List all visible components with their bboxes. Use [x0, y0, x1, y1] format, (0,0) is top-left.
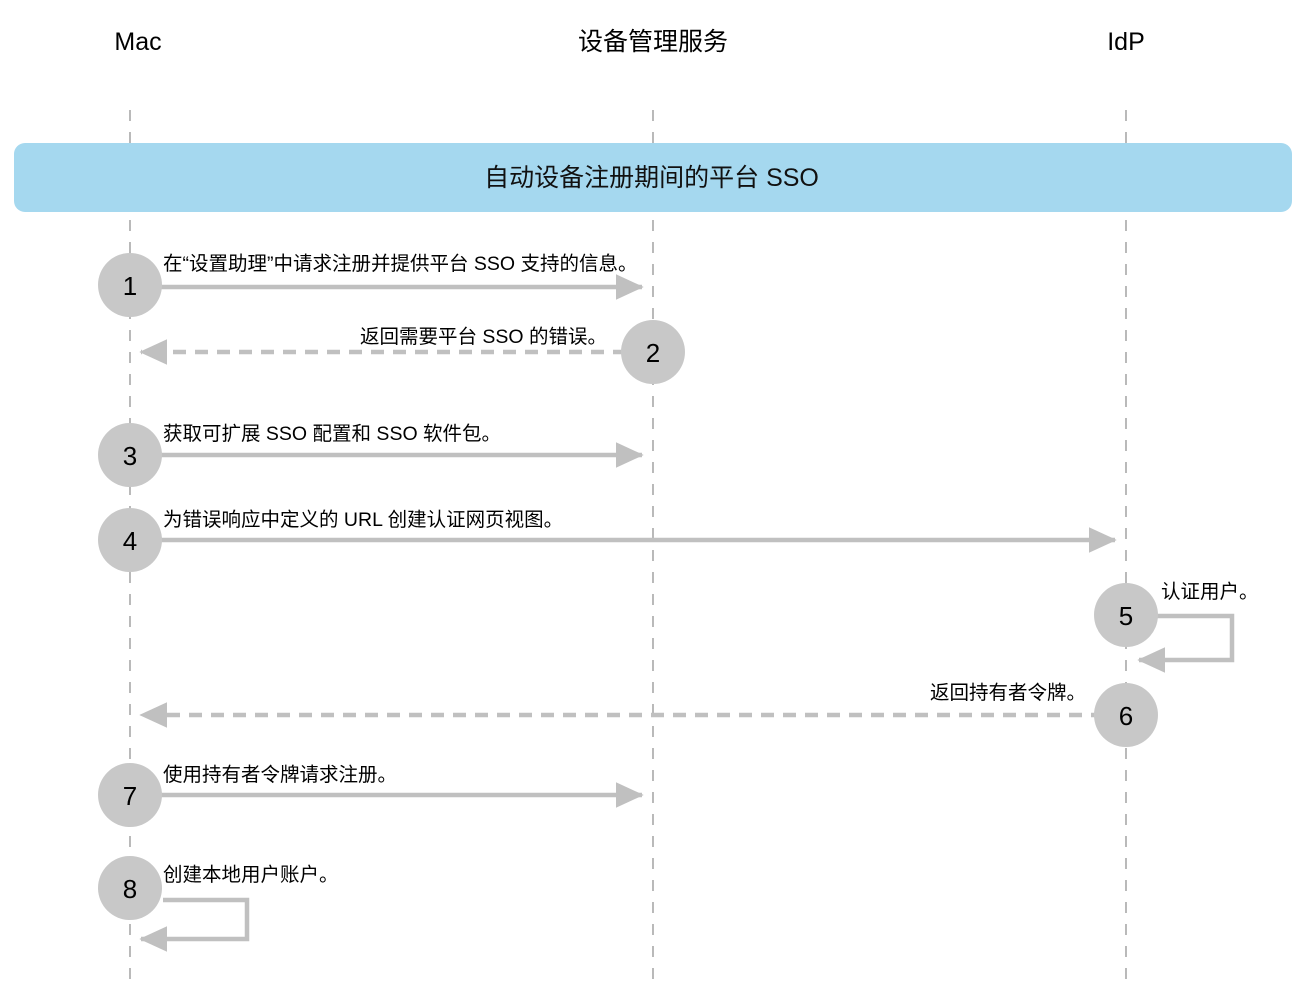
message-label-7: 使用持有者令牌请求注册。	[163, 764, 398, 786]
step-number-8: 8	[122, 874, 138, 904]
step-number-6: 6	[1118, 701, 1134, 731]
step-number-5: 5	[1118, 601, 1134, 631]
message-label-1: 在“设置助理”中请求注册并提供平台 SSO 支持的信息。	[163, 253, 638, 275]
step-badge-5	[1094, 583, 1158, 647]
participant-header-mdm: 设备管理服务	[577, 28, 729, 56]
message-label-3: 获取可扩展 SSO 配置和 SSO 软件包。	[163, 423, 502, 445]
step-badge-1	[98, 253, 162, 317]
step-number-4: 4	[122, 526, 138, 556]
message-label-8: 创建本地用户账户。	[163, 864, 339, 886]
step-badge-6	[1094, 683, 1158, 747]
message-label-5: 认证用户。	[1161, 581, 1259, 603]
step-number-1: 1	[122, 271, 138, 301]
step-badge-8	[98, 856, 162, 920]
step-badge-3	[98, 423, 162, 487]
participant-header-idp: IdP	[1107, 28, 1145, 56]
message-label-2: 返回需要平台 SSO 的错误。	[359, 326, 607, 348]
message-arrow-8-self-loop	[139, 897, 250, 952]
step-number-3: 3	[122, 441, 138, 471]
message-label-4: 为错误响应中定义的 URL 创建认证网页视图。	[163, 509, 564, 531]
message-arrow-5-self-loop	[1137, 613, 1235, 673]
message-label-6: 返回持有者令牌。	[929, 682, 1086, 704]
participant-header-mac: Mac	[114, 28, 162, 56]
title-banner	[14, 143, 1292, 212]
step-badge-4	[98, 508, 162, 572]
lifelines	[129, 110, 1127, 987]
step-number-7: 7	[122, 781, 138, 811]
step-badge-7	[98, 763, 162, 827]
banner-title-text: 自动设备注册期间的平台 SSO	[484, 164, 819, 192]
step-badge-2	[621, 320, 685, 384]
step-number-2: 2	[645, 338, 661, 368]
